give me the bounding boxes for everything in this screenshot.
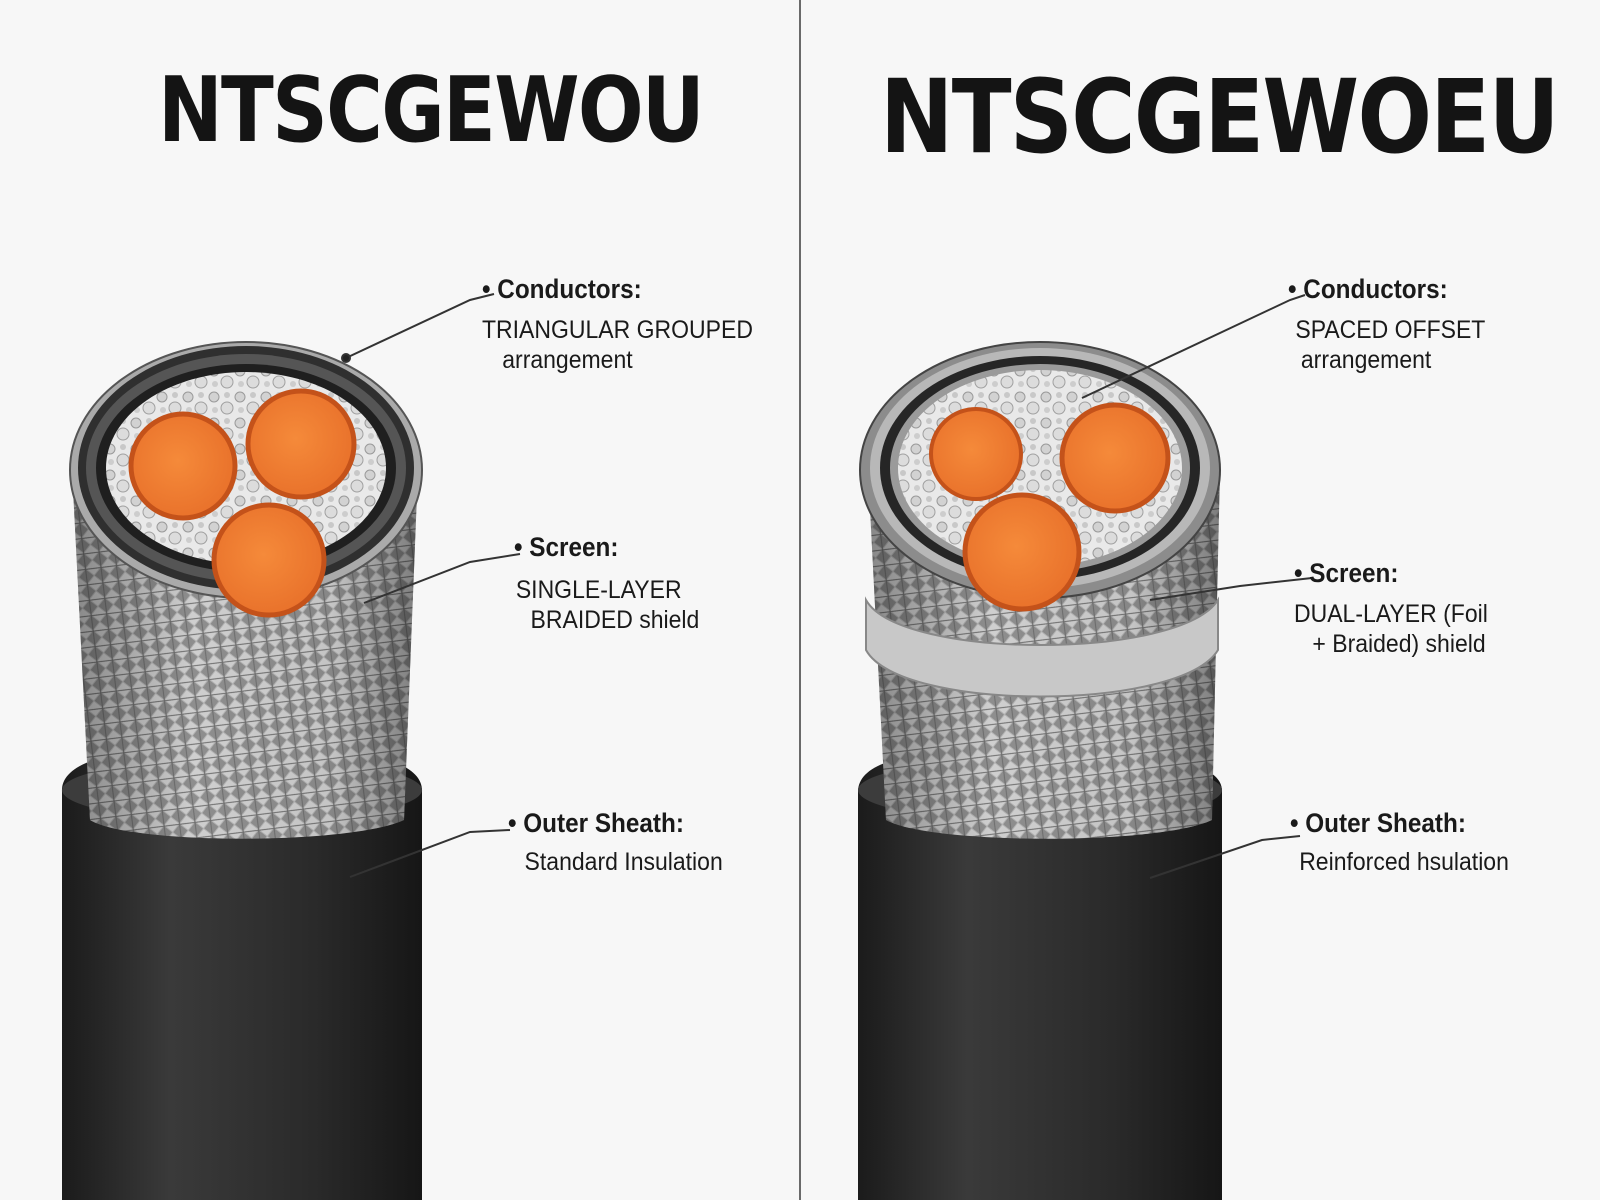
right-conductors [929,402,1171,612]
left-sheath-heading: Outer Sheath: [508,808,718,839]
right-screen-line2: + Braided) shield [1312,630,1486,658]
left-conductors-line1: TRIANGULAR GROUPED [482,316,753,344]
left-conductors-heading: Conductors: [482,274,747,305]
right-sheath-heading: Outer Sheath: [1290,808,1504,839]
left-screen-line2: BRAIDED shield [530,606,700,634]
left-outer-sheath [61,745,423,1200]
right-outer-sheath [858,748,1223,1200]
right-sheath-callout: Outer Sheath: Reinforced hsulation [1290,808,1528,877]
right-conductors-heading: Conductors: [1288,274,1481,305]
right-conductors-line1: SPACED OFFSET [1295,316,1486,344]
left-conductors-line2: arrangement [502,346,633,374]
right-conductors-callout: Conductors: SPACED OFFSET arrangement [1288,274,1503,375]
left-conductors-callout: Conductors: TRIANGULAR GROUPED arrangeme… [482,274,776,375]
right-foil-band [865,596,1219,698]
right-sheath-line1: Reinforced hsulation [1299,848,1509,876]
left-screen-callout: Screen: SINGLE-LAYER BRAIDED shield [514,532,715,635]
right-screen-heading: Screen: [1294,558,1484,589]
right-conductors-line2: arrangement [1300,346,1432,374]
right-cable [858,341,1223,1200]
left-screen-heading: Screen: [514,532,695,563]
right-screen-callout: Screen: DUAL-LAYER (Foil + Braided) shie… [1294,558,1505,659]
left-screen-line1: SINGLE-LAYER [515,576,682,604]
left-cable [61,341,423,1200]
left-sheath-callout: Outer Sheath: Standard Insulation [508,808,741,877]
left-sheath-line1: Standard Insulation [524,848,723,876]
right-screen-line1: DUAL-LAYER (Foil [1294,600,1488,628]
left-conductors [128,388,357,618]
left-title: NTSCGEWOU [158,58,705,163]
panel-divider [799,0,801,1200]
right-title: NTSCGEWOEU [880,58,1560,177]
